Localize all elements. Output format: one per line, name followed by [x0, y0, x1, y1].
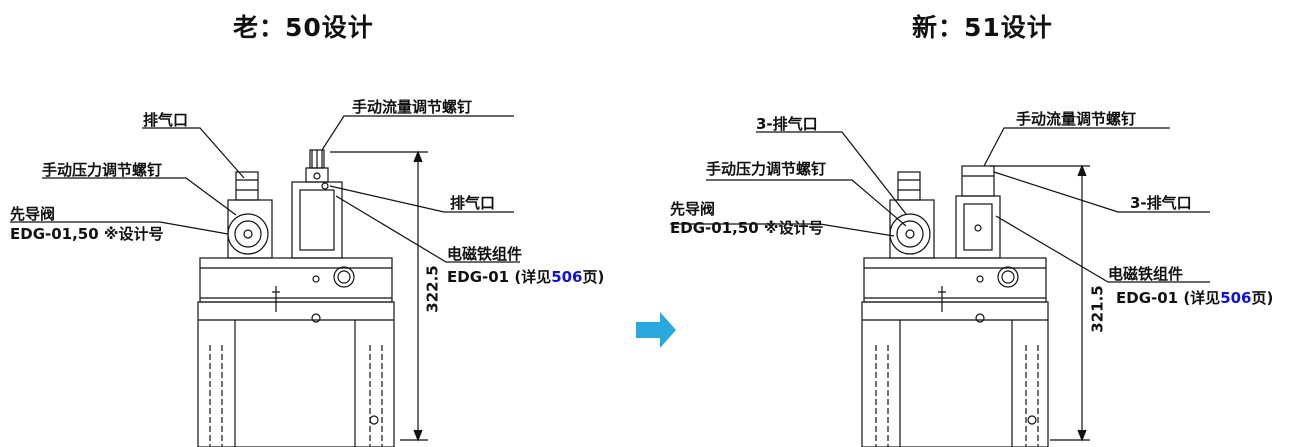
old-pilot-valve-label: 先导阀 [10, 205, 56, 223]
new-pressure-screw-label: 手动压力调节螺钉 [706, 160, 827, 178]
old-vent-right-label: 排气口 [450, 194, 496, 212]
new-pilot-model-label: EDG-01,50 ※设计号 [670, 219, 824, 237]
old-solenoid-page-ref[interactable]: 506 [551, 268, 583, 286]
new-solenoid-page-ref[interactable]: 506 [1220, 289, 1252, 307]
new-solenoid-model: EDG-01 (详见506页) [1116, 289, 1273, 307]
new-solenoid-model-suffix: 页) [1251, 289, 1274, 307]
old-pilot-model-label: EDG-01,50 ※设计号 [10, 225, 164, 243]
old-valve-drawing [10, 115, 520, 447]
old-height-dimension: 322.5 [423, 265, 442, 313]
new-flow-screw-label: 手动流量调节螺钉 [1016, 110, 1137, 128]
new-solenoid-label: 电磁铁组件 [1108, 265, 1184, 283]
new-height-dimension: 321.5 [1088, 285, 1107, 333]
old-pressure-screw-label: 手动压力调节螺钉 [42, 161, 163, 179]
new-design-title: 新：51设计 [912, 13, 1053, 42]
old-solenoid-model-suffix: 页) [582, 268, 605, 286]
new-vent-top-label: 3-排气口 [756, 115, 818, 133]
new-pilot-valve-label: 先导阀 [670, 200, 716, 218]
old-design-title: 老：50设计 [233, 13, 374, 42]
transition-arrow-icon [636, 312, 676, 348]
new-valve-drawing [670, 127, 1210, 447]
new-solenoid-model-text: EDG-01 (详见 [1116, 289, 1221, 307]
old-solenoid-label: 电磁铁组件 [447, 245, 523, 263]
old-solenoid-model: EDG-01 (详见506页) [447, 268, 604, 286]
old-vent-top-label: 排气口 [143, 111, 189, 129]
old-flow-screw-label: 手动流量调节螺钉 [352, 98, 473, 116]
old-solenoid-model-text: EDG-01 (详见 [447, 268, 552, 286]
new-vent-right-label: 3-排气口 [1130, 194, 1192, 212]
